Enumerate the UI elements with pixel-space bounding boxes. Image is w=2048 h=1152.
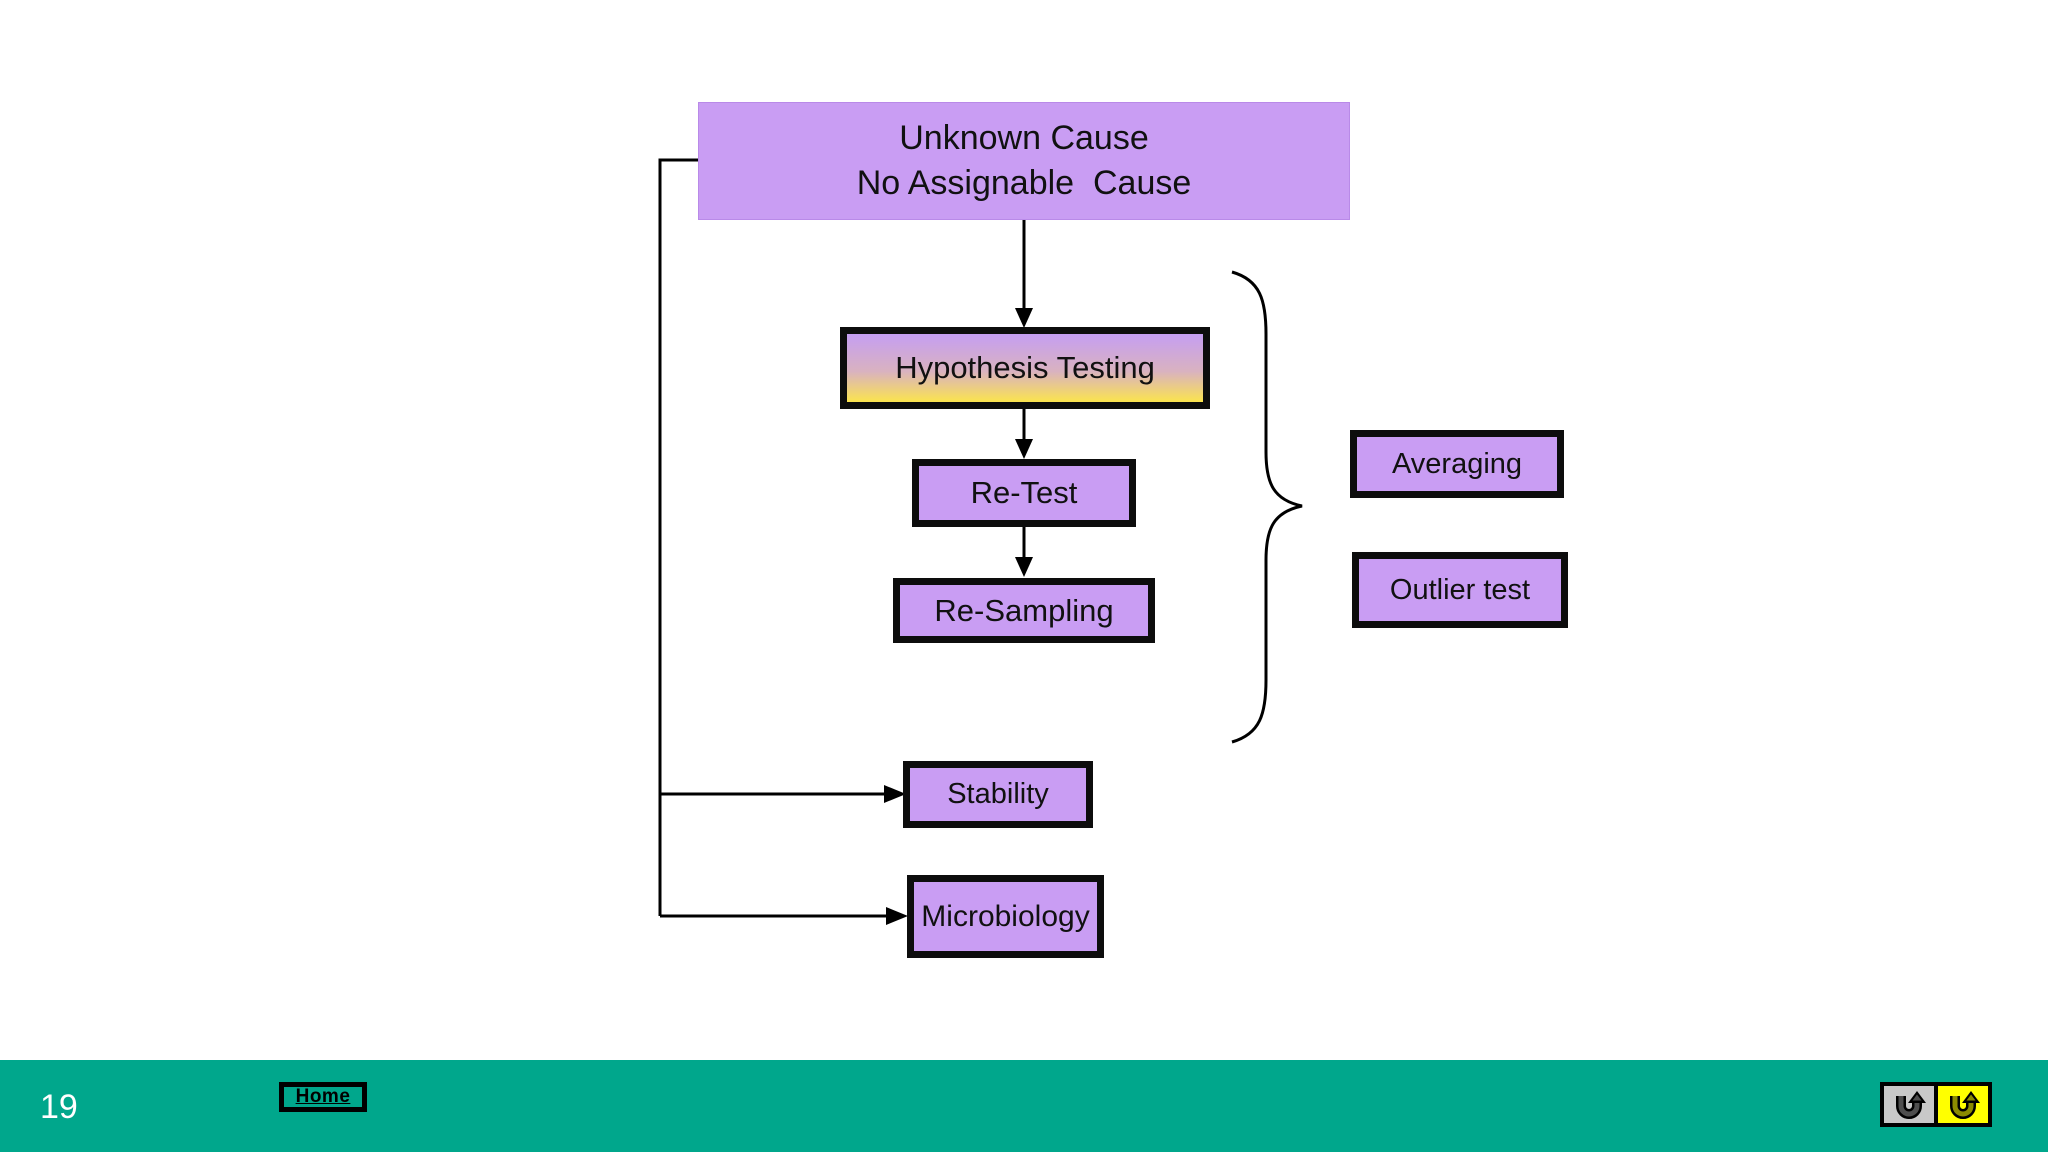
left-elbow-connector [658,158,698,916]
stability-box: Stability [903,761,1093,828]
footer-bar [0,1060,2048,1152]
nav-buttons-group [1880,1082,1992,1127]
hypothesis-testing-label: Hypothesis Testing [895,350,1155,385]
re-test-label: Re-Test [970,475,1078,510]
averaging-label: Averaging [1391,447,1523,480]
outlier-test-box: Outlier test [1352,552,1568,628]
retest-arrowhead [1015,439,1033,459]
unknown-cause-line2: No Assignable Cause [856,164,1192,202]
resampling-arrowhead [1015,557,1033,577]
return-button-gray[interactable] [1882,1084,1936,1125]
home-button[interactable]: Home [279,1082,367,1112]
re-test-box: Re-Test [912,459,1136,527]
outlier-test-label: Outlier test [1389,573,1531,606]
unknown-cause-box: Unknown Cause No Assignable Cause [698,102,1350,220]
page-number: 19 [40,1088,78,1126]
stability-label: Stability [947,778,1049,810]
u-turn-arrow-icon [1896,1090,1926,1119]
hypothesis-arrowhead [1015,308,1033,328]
curly-brace [1231,270,1303,744]
hypothesis-testing-box: Hypothesis Testing [840,327,1210,409]
u-turn-arrow-icon [1950,1090,1980,1119]
unknown-cause-line1: Unknown Cause [899,119,1149,158]
microbiology-arrowhead [886,907,908,925]
return-button-yellow[interactable] [1936,1084,1990,1125]
home-button-label: Home [295,1086,351,1107]
re-sampling-box: Re-Sampling [893,578,1155,643]
microbiology-box: Microbiology [907,875,1104,958]
averaging-box: Averaging [1350,430,1564,498]
microbiology-label: Microbiology [921,899,1090,933]
re-sampling-label: Re-Sampling [934,592,1114,628]
stability-arrowhead [884,785,906,803]
